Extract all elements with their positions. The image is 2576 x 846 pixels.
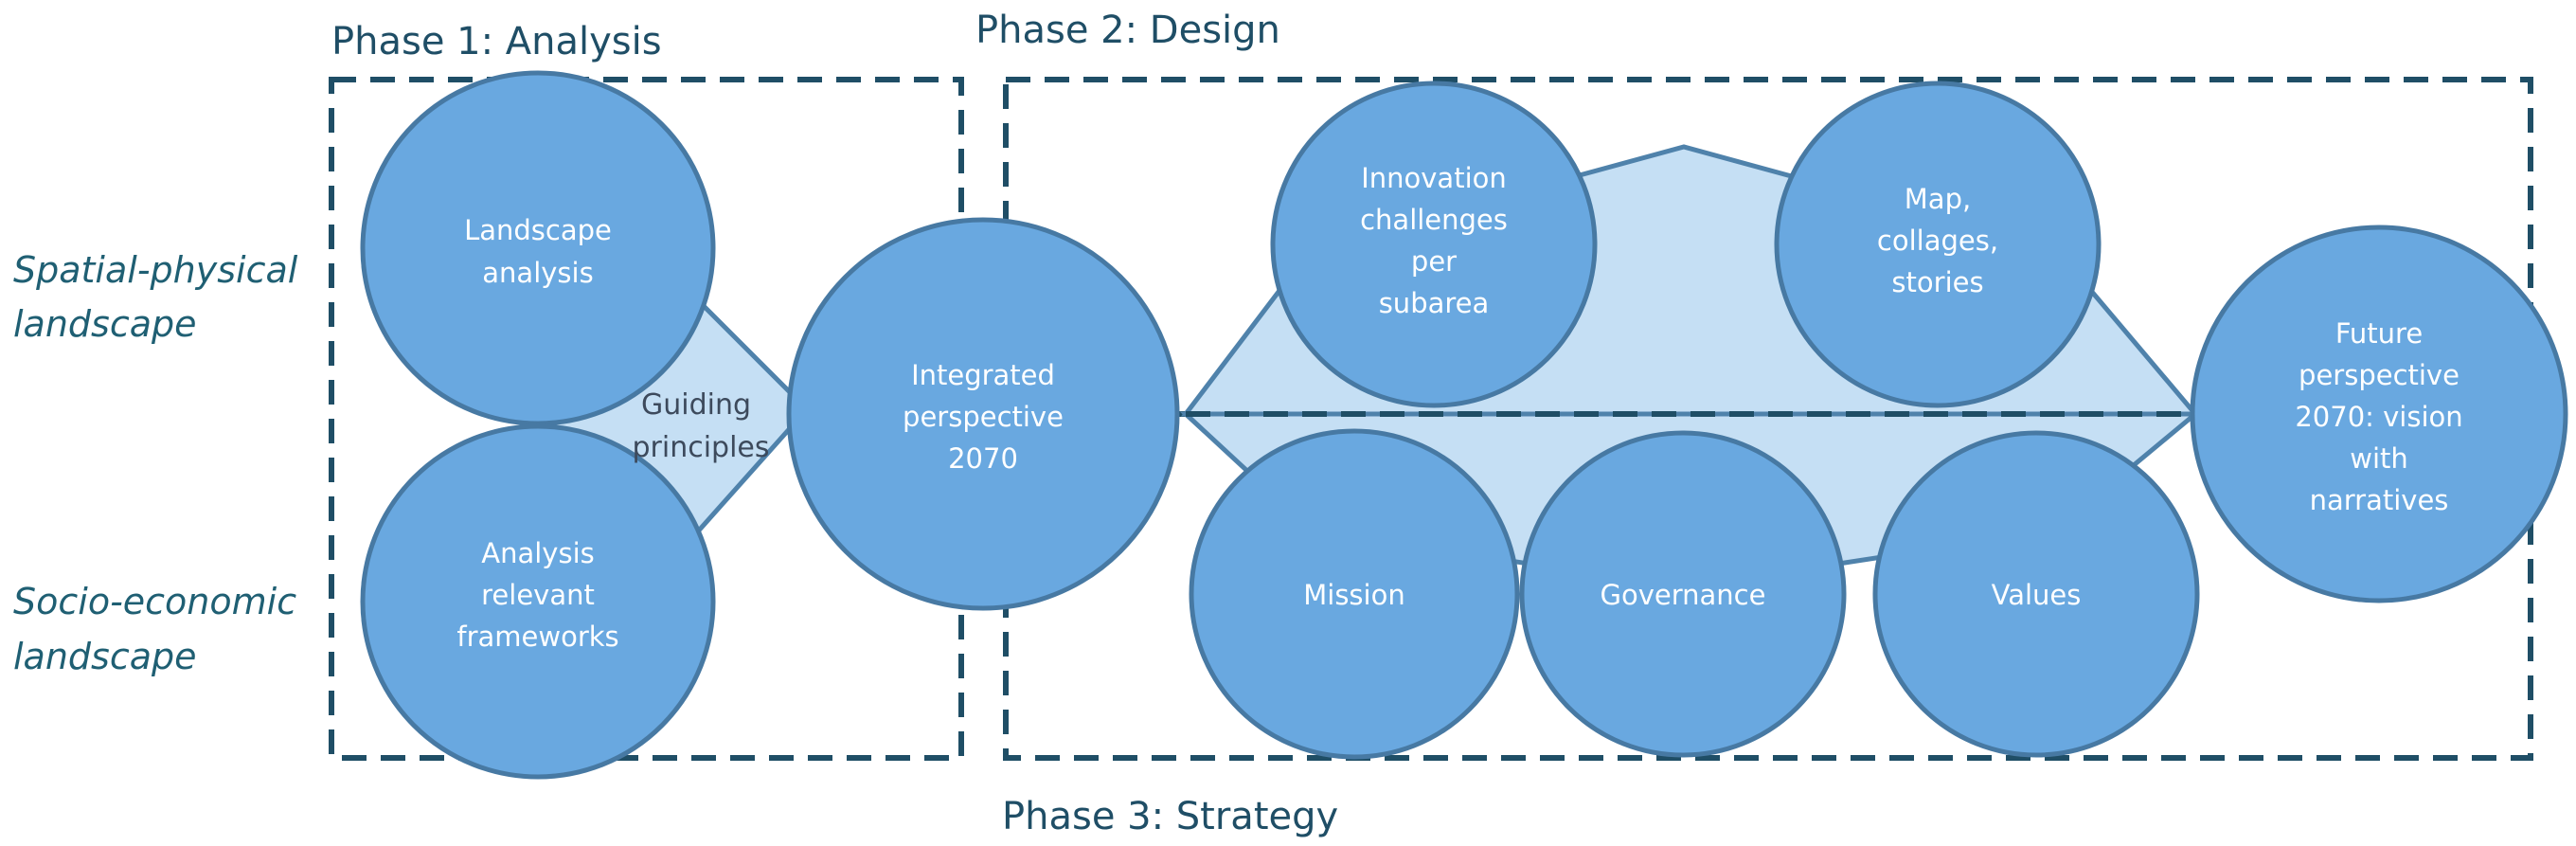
integrated-perspective-label-1: Integrated — [911, 359, 1055, 391]
innovation-challenges-label-1: Innovation — [1361, 162, 1507, 194]
governance-circle — [1519, 430, 1847, 758]
values-circle — [1872, 430, 2200, 758]
innovation-challenges-circle — [1270, 81, 1598, 408]
integrated-perspective-label-3: 2070 — [948, 442, 1018, 475]
innovation-challenges-label-2: challenges — [1360, 204, 1508, 236]
map-collages-label-2: collages, — [1877, 225, 1998, 257]
guiding-principles-label-2: principles — [632, 431, 769, 464]
node-labels: Landscape analysis Guiding principles An… — [456, 162, 2462, 653]
phase1-box — [329, 77, 964, 761]
analysis-frameworks-circle — [360, 423, 716, 780]
governance-label: Governance — [1601, 579, 1766, 611]
spatial-physical-label-line2: landscape — [13, 303, 197, 345]
mission-label: Mission — [1303, 579, 1404, 611]
map-collages-circle — [1774, 81, 2102, 408]
analysis-frameworks-label-2: relevant — [481, 579, 595, 611]
map-collages-label-3: stories — [1891, 266, 1983, 298]
socio-economic-label-line1: Socio-economic — [13, 581, 296, 622]
future-perspective-label-3: 2070: vision — [2295, 401, 2462, 433]
landscape-analysis-label-2: analysis — [482, 257, 593, 289]
innovation-challenges-label-3: per — [1411, 245, 1457, 278]
landscape-analysis-circle — [360, 70, 716, 426]
mission-circle — [1189, 428, 1520, 760]
analysis-frameworks-label-1: Analysis — [481, 537, 594, 569]
guiding-principles-label-1: Guiding — [641, 388, 751, 422]
innovation-challenges-label-4: subarea — [1379, 287, 1490, 319]
map-collages-label-1: Map, — [1905, 183, 1971, 215]
future-perspective-label-4: with — [2350, 442, 2408, 475]
socio-economic-label-line2: landscape — [13, 636, 197, 677]
future-perspective-label-2: perspective — [2299, 359, 2460, 391]
analysis-frameworks-label-3: frameworks — [456, 621, 618, 653]
spatial-physical-label-line1: Spatial-physical — [13, 249, 298, 291]
phase3-title: Phase 3: Strategy — [1002, 795, 1338, 838]
integrated-perspective-label-2: perspective — [903, 401, 1064, 433]
phase2-title: Phase 2: Design — [975, 9, 1280, 52]
landscape-analysis-label-1: Landscape — [464, 214, 612, 246]
future-perspective-circle — [2190, 225, 2568, 603]
phase1-title: Phase 1: Analysis — [331, 20, 662, 63]
integrated-perspective-circle — [786, 217, 1180, 611]
values-label: Values — [1992, 579, 2082, 611]
future-perspective-label-1: Future — [2335, 317, 2423, 350]
future-perspective-label-5: narratives — [2310, 484, 2449, 516]
